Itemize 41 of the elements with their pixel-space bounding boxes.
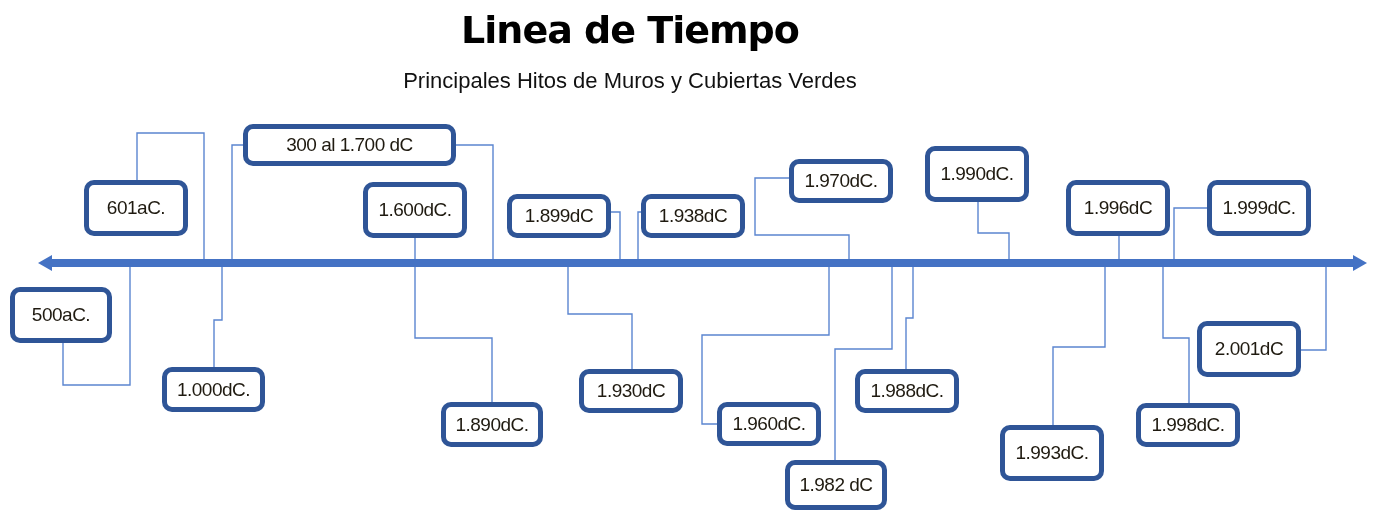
- leader-line: [905, 266, 914, 370]
- leader-line: [213, 266, 223, 368]
- title: Linea de Tiempo: [460, 8, 800, 52]
- leader-line: [834, 266, 893, 461]
- timeline-axis: [38, 255, 1367, 271]
- leader-line: [1162, 266, 1190, 404]
- date-box: 1.988dC.: [855, 369, 959, 413]
- leader-line: [1118, 235, 1120, 260]
- leader-line: [701, 266, 830, 425]
- leader-line: [455, 144, 494, 260]
- date-box: 1.960dC.: [717, 402, 821, 446]
- leader-line: [414, 237, 493, 403]
- leader-line: [62, 266, 131, 386]
- date-box: 2.001dC: [1197, 321, 1301, 377]
- date-box: 1.970dC.: [789, 159, 893, 203]
- date-box: 500aC.: [10, 287, 112, 343]
- leader-line: [1052, 266, 1106, 426]
- date-box: 300 al 1.700 dC: [243, 124, 456, 166]
- date-box: 1.996dC: [1066, 180, 1170, 236]
- date-box: 1.993dC.: [1000, 425, 1104, 481]
- leader-line: [1173, 207, 1208, 260]
- date-box: 1.982 dC: [785, 460, 887, 510]
- date-box: 1.000dC.: [162, 367, 265, 412]
- date-box: 1.998dC.: [1136, 403, 1240, 447]
- date-box: 1.930dC: [579, 369, 683, 413]
- leader-line: [136, 132, 205, 260]
- leader-line: [1300, 266, 1327, 351]
- leader-line: [567, 266, 633, 370]
- subtitle: Principales Hitos de Muros y Cubiertas Verdes: [402, 68, 858, 94]
- date-box: 1.600dC.: [363, 182, 467, 238]
- leader-line: [637, 211, 642, 260]
- leader-line: [754, 177, 850, 260]
- date-box: 1.899dC: [507, 194, 611, 238]
- leader-line: [977, 201, 1010, 260]
- leader-line: [231, 144, 244, 260]
- date-box: 1.990dC.: [925, 146, 1029, 202]
- date-box: 1.938dC: [641, 194, 745, 238]
- leader-line: [610, 211, 621, 260]
- date-box: 1.999dC.: [1207, 180, 1311, 236]
- date-box: 1.890dC.: [441, 402, 543, 447]
- date-box: 601aC.: [84, 180, 188, 236]
